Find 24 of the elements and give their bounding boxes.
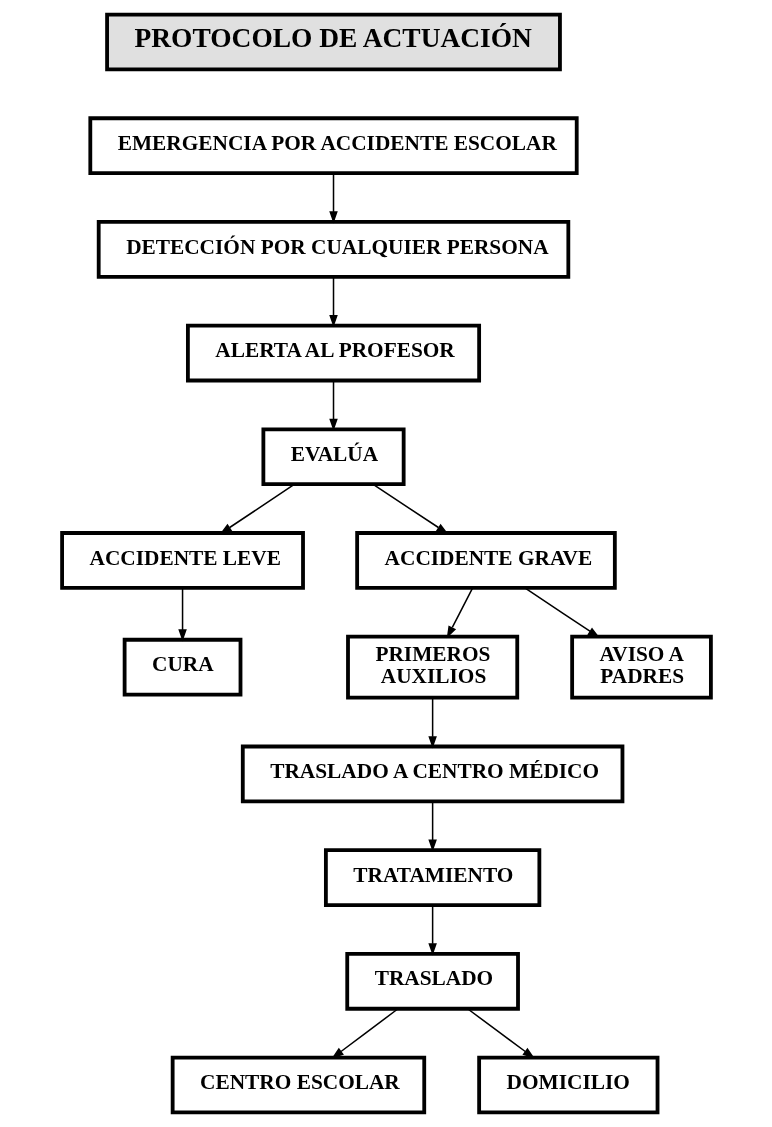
node-box: AVISO A PADRES (569, 634, 713, 700)
arrow (331, 1008, 398, 1059)
node-box: ACCIDENTE LEVE (59, 531, 305, 590)
node-box: TRATAMIENTO (323, 848, 541, 907)
node-box: CENTRO ESCOLAR (170, 1055, 426, 1115)
node-box: CURA (122, 637, 242, 697)
node-box: TRASLADO A CENTRO MÉDICO (240, 744, 624, 804)
node-box: DOMICILIO (476, 1055, 659, 1115)
node-box: TRASLADO (344, 951, 520, 1011)
arrow (467, 1008, 535, 1059)
arrow (328, 380, 338, 431)
node-box: DETECCIÓN POR CUALQUIER PERSONA (96, 220, 570, 279)
node-box: PROTOCOLO DE ACTUACIÓN (104, 12, 562, 72)
arrow (177, 587, 187, 642)
node-box: EMERGENCIA POR ACCIDENTE ESCOLAR (87, 116, 579, 176)
arrow (524, 587, 600, 638)
node-box: ACCIDENTE GRAVE (354, 531, 617, 590)
arrow (427, 697, 437, 749)
node-box: PRIMEROS AUXILIOS (345, 634, 519, 700)
arrow (427, 801, 437, 852)
arrow (328, 172, 338, 224)
node-box: EVALÚA (260, 427, 406, 487)
node-box: ALERTA AL PROFESOR (185, 323, 481, 383)
arrow (427, 904, 437, 956)
